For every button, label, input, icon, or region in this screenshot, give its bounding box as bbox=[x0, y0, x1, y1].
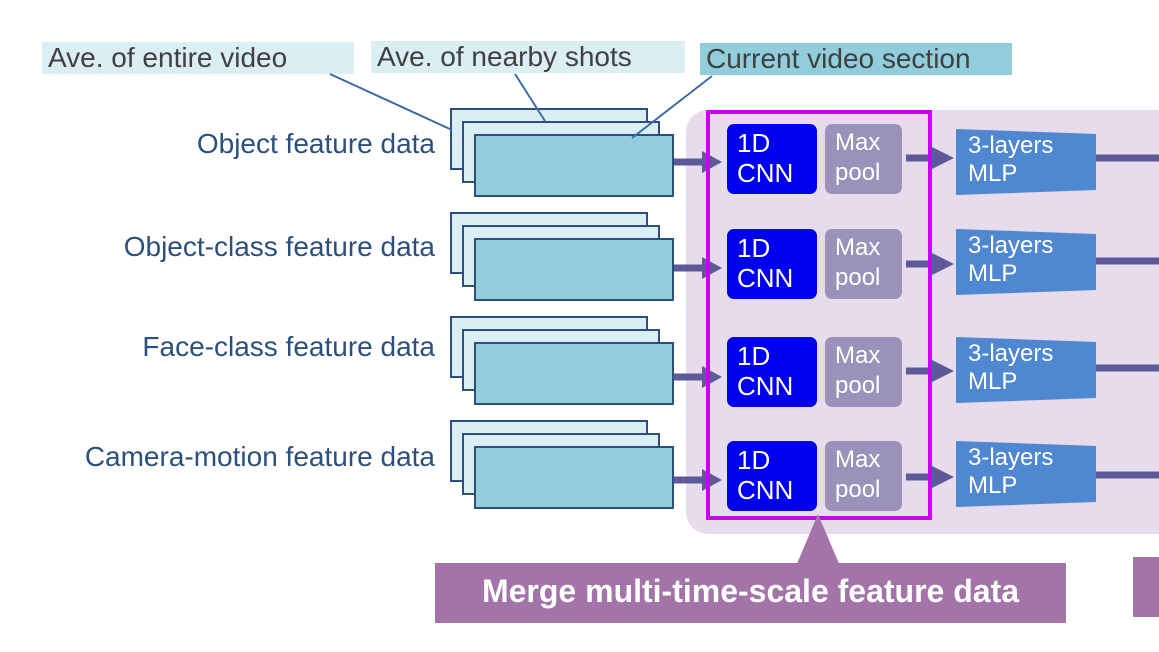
legend-nearby-shots: Ave. of nearby shots bbox=[371, 41, 685, 73]
output-lines bbox=[1096, 154, 1159, 479]
merge-callout: Merge multi-time-scale feature data bbox=[435, 563, 1066, 623]
stack-front-rect bbox=[474, 134, 674, 197]
pointer-line-current bbox=[631, 75, 713, 139]
row-label-object: Object feature data bbox=[196, 128, 435, 159]
callout-pointer bbox=[796, 514, 840, 566]
stack-front-rect bbox=[474, 446, 674, 509]
row-label-object-class: Object-class feature data bbox=[123, 231, 435, 262]
row-label-camera-motion: Camera-motion feature data bbox=[84, 441, 435, 472]
stack-front-rect bbox=[474, 342, 674, 405]
mlp-shape bbox=[956, 229, 1096, 295]
stack-front-rect bbox=[474, 238, 674, 301]
mlp-shape bbox=[956, 129, 1096, 195]
pointer-line-entire bbox=[329, 73, 453, 131]
input-arrows bbox=[674, 151, 722, 491]
row-label-face-class: Face-class feature data bbox=[142, 331, 435, 362]
legend-entire-video: Ave. of entire video bbox=[42, 42, 354, 74]
mlp-shape bbox=[956, 441, 1096, 507]
merge-highlight-frame bbox=[706, 110, 932, 520]
legend-current-section: Current video section bbox=[700, 43, 1012, 75]
pointer-line-nearby bbox=[514, 73, 546, 122]
mlp-shape bbox=[956, 337, 1096, 403]
next-callout-edge bbox=[1133, 557, 1159, 617]
